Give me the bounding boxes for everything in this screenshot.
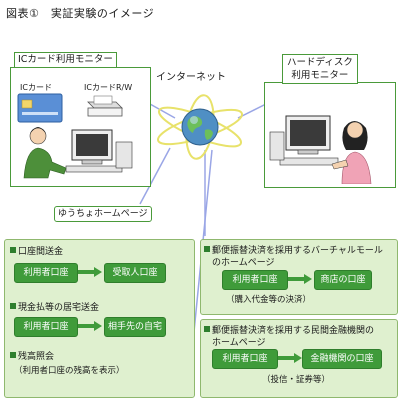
mall-note: （購入代金等の決済） (226, 295, 312, 305)
female-user-icon (331, 121, 372, 184)
bank-note: （投信・証券等） (262, 375, 331, 385)
remittance-from-account: 利用者口座 (14, 317, 78, 337)
male-user-icon (23, 127, 67, 179)
hd-monitor-title-line1: ハードディスク (287, 57, 353, 68)
hd-monitor-title: ハードディスク 利用モニター (282, 54, 358, 84)
transfer-to-account: 受取人口座 (104, 263, 166, 283)
ic-card-label: ICカード (20, 83, 52, 92)
mall-heading-line2: のホームページ (212, 258, 275, 268)
arrow-right-icon (78, 267, 102, 277)
yucho-homepage-label: ゆうちょホームページ (54, 206, 152, 222)
bank-heading: 郵便振替決済を採用する民間金融機関の (204, 323, 374, 336)
line-to-ic-monitor (149, 103, 176, 119)
mall-to-account: 商店の口座 (314, 270, 372, 290)
remittance-to-home: 相手先の自宅 (104, 317, 166, 337)
hard-disk-user-illustration (269, 115, 372, 184)
arrow-right-icon (288, 274, 312, 284)
bullet-square (10, 303, 16, 309)
transfer-heading: 口座間送金 (10, 244, 63, 257)
balance-note: （利用者口座の残高を表示） (14, 366, 125, 376)
arrow-right-icon (278, 353, 302, 363)
bank-heading-line1: 郵便振替決済を採用する民間金融機関の (212, 326, 375, 336)
ic-card-user-illustration (17, 93, 133, 179)
bank-to-account: 金融機関の口座 (302, 349, 382, 369)
bank-heading-line2: ホームページ (212, 338, 266, 348)
card-reader-icon (87, 95, 123, 117)
transfer-heading-text: 口座間送金 (18, 247, 64, 257)
transfer-from-account: 利用者口座 (14, 263, 78, 283)
bullet-square (204, 246, 210, 252)
ic-monitor-title: ICカード利用モニター (14, 52, 117, 68)
mall-from-account: 利用者口座 (222, 270, 288, 290)
balance-heading: 残高照会 (10, 349, 54, 362)
balance-heading-text: 残高照会 (18, 352, 55, 362)
figure-title: 図表① 実証実験のイメージ (6, 7, 155, 20)
computer-icon (269, 115, 339, 166)
hd-monitor-title-line2: 利用モニター (291, 70, 349, 81)
mall-heading: 郵便振替決済を採用するバーチャルモール (204, 243, 383, 256)
remittance-heading: 現金払等の居宅送金 (10, 300, 99, 313)
line-to-yucho (139, 147, 171, 205)
remittance-heading-text: 現金払等の居宅送金 (18, 303, 100, 313)
bullet-square (204, 326, 210, 332)
bullet-square (10, 247, 16, 253)
arrow-right-icon (78, 321, 102, 331)
computer-icon (65, 129, 133, 173)
card-reader-label: ICカードR/W (84, 83, 133, 92)
internet-label: インターネット (156, 72, 226, 83)
ic-card-icon (17, 93, 63, 123)
mall-heading-line1: 郵便振替決済を採用するバーチャルモール (212, 246, 383, 256)
internet-globe (157, 94, 243, 160)
bank-from-account: 利用者口座 (212, 349, 278, 369)
bullet-square (10, 352, 16, 358)
